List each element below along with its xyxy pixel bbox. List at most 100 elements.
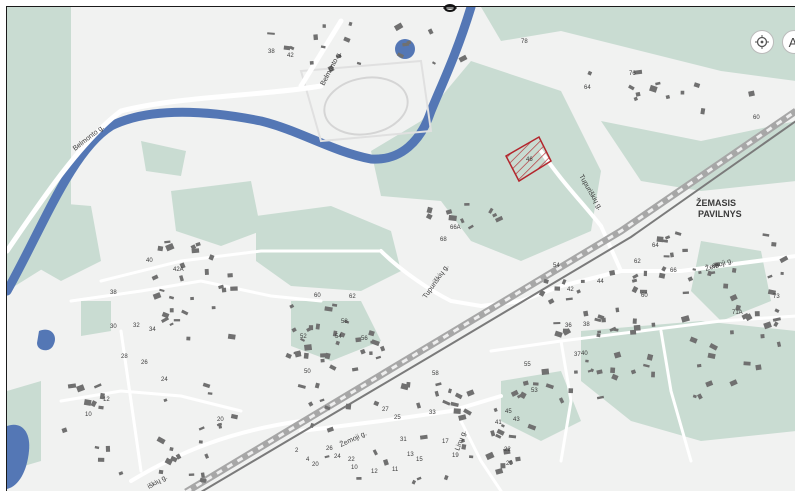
building <box>729 379 738 387</box>
building <box>611 373 619 381</box>
building <box>163 398 168 403</box>
building <box>355 337 362 343</box>
building <box>320 45 326 49</box>
house-number-label: 45 <box>505 409 512 415</box>
railway <box>184 108 795 491</box>
building <box>168 295 175 300</box>
building <box>610 367 616 374</box>
house-number-label: 60 <box>314 293 321 299</box>
building <box>75 384 86 393</box>
building <box>632 318 637 324</box>
building <box>326 426 334 433</box>
building <box>663 255 670 258</box>
building <box>453 408 461 414</box>
building <box>320 358 325 363</box>
building <box>568 388 574 394</box>
building <box>227 273 233 278</box>
building <box>442 399 451 406</box>
building <box>554 286 561 291</box>
house-number-label: 25 <box>394 415 401 421</box>
building <box>425 213 433 220</box>
building <box>94 445 100 450</box>
house-number-label: 22 <box>348 457 355 463</box>
building <box>522 380 529 386</box>
house-number-label: 28 <box>121 354 128 360</box>
building <box>587 369 592 373</box>
house-number-label: 38 <box>268 49 275 55</box>
building <box>682 248 688 253</box>
building <box>467 224 474 230</box>
building <box>435 382 442 387</box>
building <box>631 278 638 283</box>
building <box>190 244 197 250</box>
place-label-line2: PAVILNYS <box>698 209 742 219</box>
building <box>426 206 433 214</box>
building <box>393 22 404 32</box>
building <box>160 316 170 324</box>
building <box>545 383 554 390</box>
building <box>689 336 698 344</box>
building <box>411 479 417 485</box>
building <box>461 444 467 450</box>
building <box>458 414 467 421</box>
building <box>335 53 342 59</box>
house-number-label: 38 <box>110 290 117 296</box>
house-number-label: 68 <box>712 264 719 270</box>
building <box>463 408 472 416</box>
building <box>714 262 720 267</box>
building <box>218 284 224 290</box>
building <box>692 394 697 399</box>
building <box>633 69 643 75</box>
building <box>380 345 386 352</box>
building <box>561 279 567 285</box>
locate-button[interactable] <box>750 30 774 54</box>
building <box>195 242 201 247</box>
building <box>191 248 200 254</box>
buildings <box>61 21 789 485</box>
house-number-label: 38 <box>583 322 590 328</box>
forest-areas <box>7 7 795 471</box>
building <box>169 322 174 327</box>
building <box>576 289 581 294</box>
building <box>665 94 671 100</box>
map-frame[interactable]: 46 ŽEMASIS PAVILNYS Belmonto g. Belmonto… <box>6 6 795 491</box>
house-number-label: 42 <box>287 53 294 59</box>
building <box>324 306 333 312</box>
house-number-label: 60 <box>641 293 648 299</box>
building <box>527 423 537 431</box>
building <box>687 276 694 282</box>
building <box>157 245 164 252</box>
building <box>93 383 102 389</box>
selected-parcel[interactable]: 46 <box>505 135 552 183</box>
building <box>406 381 411 388</box>
building <box>427 28 434 35</box>
building <box>97 457 105 462</box>
building <box>267 32 275 35</box>
building <box>655 81 661 86</box>
map-canvas[interactable]: 46 ŽEMASIS PAVILNYS Belmonto g. Belmonto… <box>7 7 795 491</box>
building <box>303 352 309 359</box>
building <box>587 70 593 76</box>
building <box>118 471 124 476</box>
building <box>754 311 760 317</box>
building <box>331 303 338 307</box>
building <box>767 289 777 296</box>
building <box>743 361 751 366</box>
house-number-label: 64 <box>652 243 659 249</box>
house-number-label: 30 <box>110 324 117 330</box>
resize-handle[interactable] <box>443 0 457 12</box>
building <box>495 433 502 439</box>
house-number-label: 27 <box>382 407 389 413</box>
house-number-label: 60 <box>753 115 760 121</box>
house-number-label: 76 <box>629 71 636 77</box>
building <box>300 337 306 342</box>
building <box>554 330 563 338</box>
building <box>181 309 189 316</box>
building <box>402 42 408 47</box>
building <box>596 369 603 375</box>
parcel-number-label: 46 <box>526 157 533 163</box>
building <box>170 455 178 463</box>
building <box>308 401 314 407</box>
building <box>175 453 182 460</box>
building <box>488 207 494 214</box>
